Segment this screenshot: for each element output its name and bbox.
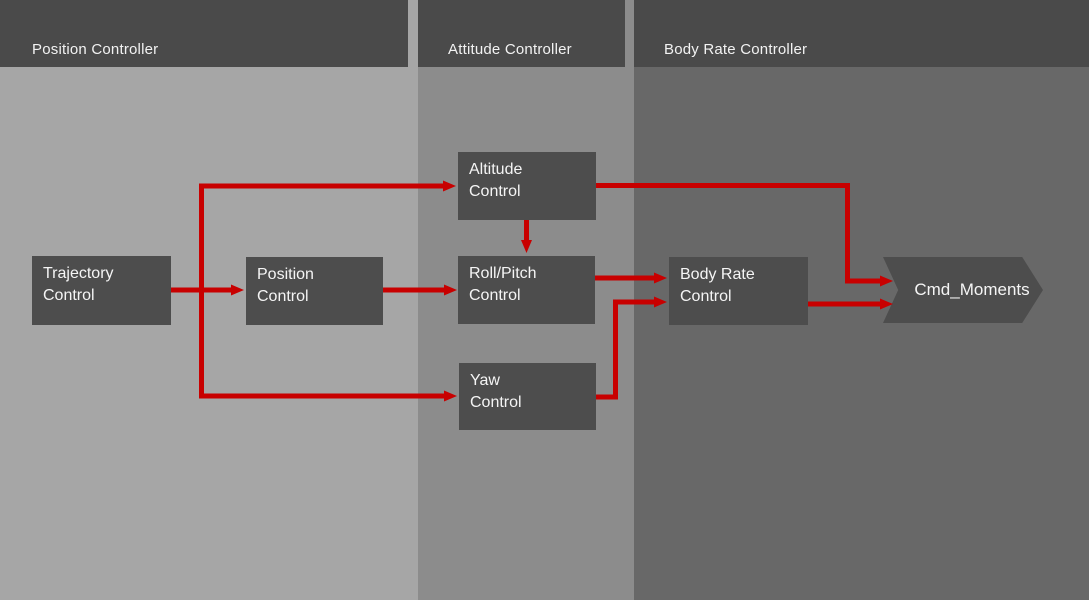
output-cmd-moments-label: Cmd_Moments (914, 280, 1030, 299)
panel-label-position-controller: Position Controller (32, 41, 159, 58)
panel-header-position-controller: Position Controller (0, 0, 408, 67)
output-cmd-moments-chevron: Cmd_Moments (883, 257, 1043, 323)
panel-header-attitude-controller: Attitude Controller (418, 0, 625, 67)
node-altitude-control: Altitude Control (458, 152, 596, 220)
panel-label-body-rate-controller: Body Rate Controller (664, 41, 808, 58)
node-roll-pitch-control: Roll/Pitch Control (458, 256, 595, 324)
node-position-control: Position Control (246, 257, 383, 325)
node-trajectory-control: Trajectory Control (32, 256, 171, 325)
panel-label-attitude-controller: Attitude Controller (448, 41, 572, 58)
node-yaw-control: Yaw Control (459, 363, 596, 430)
panel-header-body-rate-controller: Body Rate Controller (634, 0, 1089, 67)
node-body-rate-control: Body Rate Control (669, 257, 808, 325)
